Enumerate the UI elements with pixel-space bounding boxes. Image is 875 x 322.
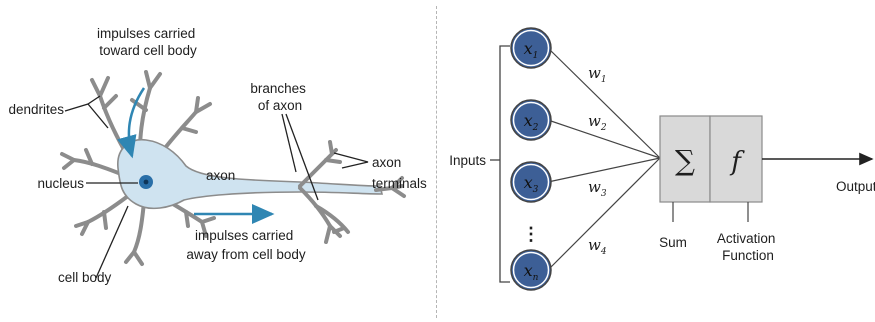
- activation-label-line2: Function: [722, 248, 774, 263]
- weight-subscript: 1: [601, 75, 607, 85]
- input-node-symbol: x: [524, 173, 533, 192]
- weight-label: w: [588, 236, 601, 254]
- svg-text:x2: x2: [524, 111, 539, 133]
- svg-text:w3: w3: [588, 178, 607, 199]
- label-impulses-away-line2: away from cell body: [186, 247, 306, 262]
- input-node: x1: [510, 27, 552, 69]
- svg-text:w4: w4: [588, 236, 607, 257]
- label-axon-terminals-line2: terminals: [372, 176, 427, 191]
- panel-divider: [436, 6, 437, 318]
- sum-label: Sum: [659, 235, 687, 250]
- axon-terminals-shape: [298, 140, 406, 244]
- svg-text:impulses carried toward: impulses carried toward cell body: [97, 26, 199, 58]
- label-impulses-toward-line1: impulses carried: [97, 26, 195, 41]
- input-node: xn: [510, 249, 552, 291]
- input-node-symbol: x: [524, 39, 533, 58]
- inputs-bracket: [490, 45, 510, 283]
- label-nucleus: nucleus: [37, 176, 84, 191]
- svg-text:x3: x3: [524, 173, 539, 195]
- sum-symbol: ∑: [675, 144, 695, 177]
- input-node: x2: [510, 99, 552, 141]
- svg-text:axon terminals: axon terminals: [372, 155, 427, 191]
- input-node-symbol: x: [524, 261, 533, 280]
- weight-subscript: 3: [601, 189, 607, 199]
- input-node: x3: [510, 161, 552, 203]
- weight-label: w: [588, 112, 601, 130]
- weight-subscript: 2: [600, 123, 607, 133]
- label-axon-terminals-line1: axon: [372, 155, 401, 170]
- inputs-label: Inputs: [449, 153, 486, 168]
- label-axon: axon: [206, 168, 235, 183]
- svg-text:impulses carried away fr: impulses carried away from cell body: [186, 228, 306, 262]
- svg-text:xn: xn: [524, 261, 539, 283]
- box-ticks: [672, 202, 749, 222]
- input-node-subscript: 2: [532, 123, 539, 133]
- svg-text:Activation Function: Activation Function: [717, 231, 779, 263]
- weight-connections: [547, 47, 661, 271]
- label-dendrites: dendrites: [8, 102, 64, 117]
- perceptron-diagram: Inputs x1 x2 x3 ⋮ xn: [449, 27, 875, 291]
- activation-box: [709, 115, 763, 203]
- label-impulses-away-line1: impulses carried: [195, 228, 293, 243]
- svg-text:x1: x1: [524, 39, 539, 61]
- leader-lines: [64, 95, 369, 279]
- svg-text:branches of axon: branches of axon: [250, 81, 309, 113]
- neuron-diagram: impulses carried toward cell body dendri…: [8, 26, 427, 285]
- input-ellipsis: ⋮: [522, 224, 540, 244]
- weight-subscript: 4: [600, 247, 607, 257]
- cell-body-shape: [117, 139, 384, 210]
- label-cell-body: cell body: [58, 270, 112, 285]
- weight-label: w: [588, 178, 601, 196]
- input-node-subscript: 1: [533, 51, 539, 61]
- sum-box: [659, 115, 711, 203]
- input-node-symbol: x: [524, 111, 533, 130]
- label-impulses-toward-line2: toward cell body: [99, 43, 197, 58]
- label-branches-line2: of axon: [258, 98, 302, 113]
- input-node-subscript: n: [533, 273, 539, 283]
- label-branches-line1: branches: [250, 81, 306, 96]
- input-node-subscript: 3: [533, 185, 539, 195]
- svg-text:w2: w2: [588, 112, 607, 133]
- activation-label-line1: Activation: [717, 231, 776, 246]
- svg-text:w1: w1: [588, 64, 607, 85]
- output-label: Output: [836, 179, 875, 194]
- impulse-toward-arrow: [117, 87, 146, 159]
- weight-label: w: [588, 64, 601, 82]
